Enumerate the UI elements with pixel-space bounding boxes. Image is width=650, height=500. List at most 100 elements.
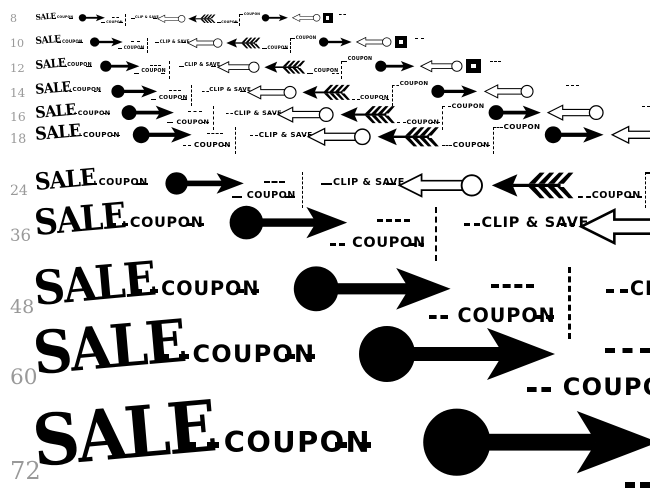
clip-save-label: CLIP & SAVE [630, 277, 650, 301]
dashed-rule [269, 113, 276, 114]
hollow-arrow-icon [547, 104, 605, 122]
dashed-rule [226, 113, 234, 114]
dashed-rule [526, 387, 552, 392]
size-label: 60 [10, 364, 38, 390]
dashed-divider [191, 84, 193, 106]
dashed-rule [321, 183, 332, 185]
dot-arrow-icon [132, 126, 192, 144]
dashed-rule [202, 91, 209, 92]
dashed-rule [154, 42, 160, 43]
dashed-rule [72, 135, 82, 136]
dashed-rule [239, 14, 244, 16]
dashed-rule [628, 196, 642, 199]
coupon-label: COUPON [106, 19, 123, 24]
clip-save-label: CLIP & SAVE [209, 87, 252, 94]
dashed-rule [166, 121, 174, 123]
dashed-rule [285, 196, 295, 199]
dashed-rule [534, 315, 554, 320]
coupon-label: COUPON [82, 130, 120, 140]
dashed-rule [131, 18, 136, 19]
dashed-rule [233, 22, 238, 24]
coupon-label: COUPON [129, 214, 204, 231]
feathered-arrow-icon [492, 172, 574, 199]
sale-glyph: SALE [30, 306, 188, 389]
hollow-arrow-icon [186, 37, 223, 49]
coupon-label: COUPON [67, 62, 92, 68]
scissors-box-icon [394, 36, 407, 48]
dashed-rule [338, 14, 347, 16]
scissors-box-icon [466, 58, 481, 74]
dashed-divider [124, 14, 126, 27]
size-label: 12 [10, 60, 25, 75]
dashed-rule [232, 196, 243, 199]
clip-save-label: CLIP & SAVE [135, 15, 159, 20]
coupon-label: COUPON [452, 140, 490, 150]
dashed-rule [385, 183, 396, 185]
dashed-rule [283, 47, 289, 49]
hollow-arrow-icon [611, 125, 650, 145]
dot-arrow-icon [318, 37, 352, 47]
hollow-arrow-icon [306, 127, 371, 147]
coupon-label: COUPON [158, 94, 188, 101]
hollow-arrow-icon [419, 59, 463, 73]
dashed-divider [239, 14, 241, 27]
dashed-rule [185, 223, 204, 226]
coupon-label: COUPON [176, 117, 210, 126]
coupon-label: COUPON [194, 140, 231, 150]
dashed-rule [340, 60, 348, 62]
dashed-rule [463, 223, 480, 226]
dashed-rule [183, 144, 191, 146]
scissors-box-icon [322, 13, 333, 23]
coupon-label: COUPON [591, 190, 641, 202]
dot-arrow-icon [544, 126, 604, 144]
dashed-divider [340, 60, 342, 79]
dashed-rule [298, 135, 306, 136]
dashed-divider [213, 105, 215, 130]
dashed-rule [332, 72, 339, 74]
coupon-label: COUPON [406, 117, 440, 126]
dashed-rule [77, 42, 83, 43]
dashed-rule [624, 481, 650, 488]
dashed-rule [110, 135, 120, 136]
dashed-rule [330, 242, 346, 246]
dot-arrow-icon [294, 266, 452, 312]
hollow-arrow-icon [483, 83, 534, 99]
sale-glyph: SALE [34, 55, 67, 73]
dashed-rule [560, 223, 576, 226]
dashed-rule [414, 37, 424, 39]
dashed-rule [249, 135, 258, 136]
feathered-arrow-icon [188, 14, 216, 24]
coupon-label: COUPON [503, 122, 541, 132]
dashed-divider [567, 267, 571, 340]
dashed-rule [377, 219, 410, 223]
feathered-arrow-icon [302, 84, 350, 100]
clip-save-label: CLIP & SAVE [481, 214, 590, 231]
dashed-divider [442, 105, 444, 130]
dot-arrow-icon [89, 37, 123, 47]
dashed-rule [222, 144, 231, 146]
size-label: 18 [10, 131, 27, 147]
dashed-rule [428, 315, 449, 320]
dashed-rule [261, 47, 268, 49]
feathered-arrow-icon [340, 106, 395, 124]
dashed-rule [577, 196, 591, 199]
clip-save-label: CLIP & SAVE [159, 39, 190, 44]
coupon-label: COUPON [72, 87, 102, 94]
dot-arrow-icon [165, 171, 244, 195]
dashed-rule [490, 60, 502, 62]
dashed-rule [645, 172, 650, 175]
coupon-label: COUPON [123, 44, 145, 50]
dashed-rule [52, 18, 57, 19]
sale-glyph: SALE [32, 194, 127, 244]
dot-arrow-icon [229, 206, 348, 240]
sale-glyph: SALE [34, 120, 82, 146]
feathered-arrow-icon [226, 37, 261, 49]
hollow-arrow-icon [216, 60, 260, 74]
dashed-rule [117, 47, 122, 49]
dashed-rule [111, 17, 120, 19]
dashed-rule [139, 47, 144, 49]
dashed-rule [181, 42, 186, 43]
coupon-label: COUPON [77, 108, 111, 117]
dashed-rule [69, 18, 74, 19]
